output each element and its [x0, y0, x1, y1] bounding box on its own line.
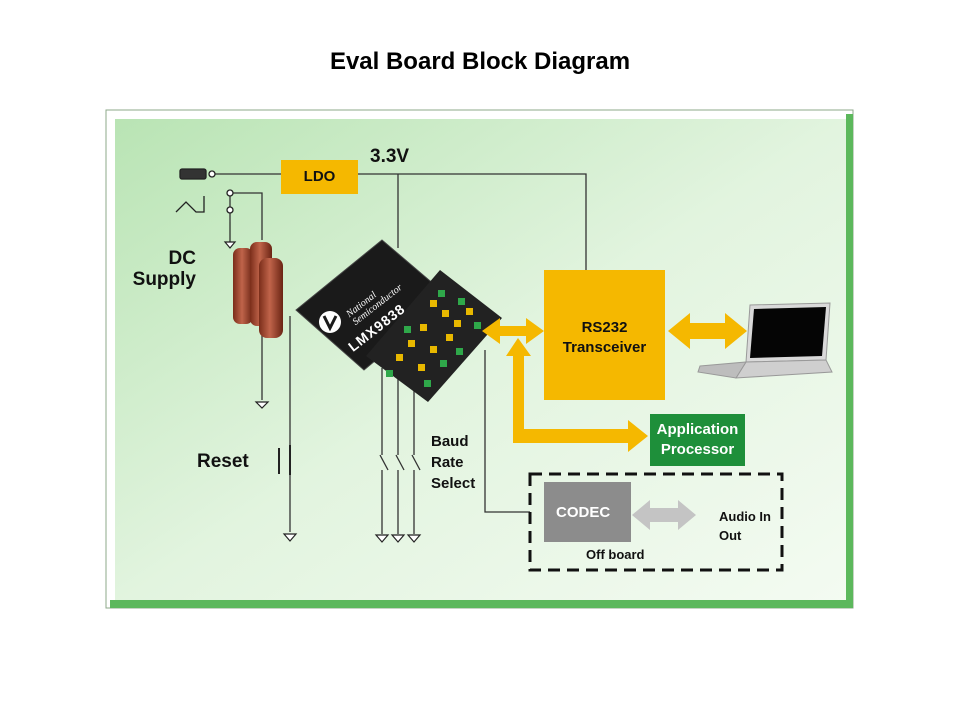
ground-icon — [223, 241, 422, 543]
switch-icon — [278, 445, 291, 475]
slide-title: Eval Board Block Diagram — [329, 48, 631, 75]
off-board-label: Off board — [586, 547, 645, 562]
voltage-label: 3.3V — [370, 146, 410, 167]
baud-line1: Baud — [431, 433, 469, 450]
board-edge-right — [846, 114, 853, 608]
ldo-label: LDO — [303, 168, 336, 185]
ldo-box — [281, 160, 358, 194]
yellow-arrows — [482, 313, 747, 452]
app-line1: Application — [656, 421, 739, 438]
board-edge-bottom — [110, 600, 853, 608]
app-processor-box — [650, 414, 745, 466]
codec-box — [544, 482, 631, 542]
wires — [212, 173, 587, 534]
baud-rate-select-label: Baud Rate Select — [431, 431, 475, 494]
baud-line2: Rate — [431, 454, 464, 471]
chip-icon — [295, 239, 502, 402]
baud-line3: Select — [431, 475, 476, 492]
codec-label: CODEC — [556, 504, 611, 521]
off-board-boundary — [528, 472, 784, 572]
audio-line2: Out — [719, 528, 742, 543]
rs232-label: RS232 Transceiver — [544, 318, 665, 358]
audio-label: Audio In Out — [719, 507, 771, 545]
dc-supply-line1: DC — [168, 248, 196, 269]
battery-icon — [233, 242, 283, 338]
app-processor-label: Application Processor — [650, 420, 745, 460]
rs232-line2: Transceiver — [562, 339, 647, 356]
dc-supply-line2: Supply — [132, 269, 196, 290]
laptop-icon — [697, 302, 833, 379]
reset-label: Reset — [197, 451, 249, 472]
rs232-box — [544, 270, 665, 400]
dc-supply-label: DC Supply — [130, 248, 196, 290]
app-line2: Processor — [660, 441, 735, 458]
dc-jack-icon — [175, 168, 234, 214]
audio-arrow — [632, 500, 696, 530]
audio-line1: Audio In — [719, 509, 771, 524]
rs232-line1: RS232 — [581, 319, 628, 336]
